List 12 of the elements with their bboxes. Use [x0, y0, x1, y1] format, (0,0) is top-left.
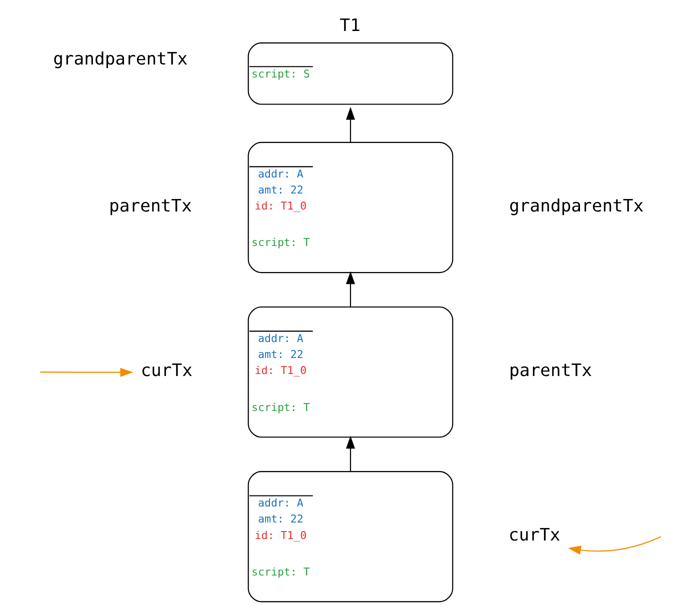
node-label: grandparentTx [52, 49, 188, 70]
node-label: T1 [339, 16, 360, 36]
arrow [345, 271, 355, 307]
node-text: curTx [140, 361, 192, 382]
node-label: grandparentTx [508, 196, 644, 217]
node-label: parentTx [108, 196, 192, 217]
node-label: parentTx [508, 361, 592, 382]
node-text: curTx [508, 526, 560, 546]
arrow [568, 536, 661, 555]
arrow [345, 436, 355, 472]
arrow [345, 106, 355, 142]
arrow [40, 368, 133, 377]
